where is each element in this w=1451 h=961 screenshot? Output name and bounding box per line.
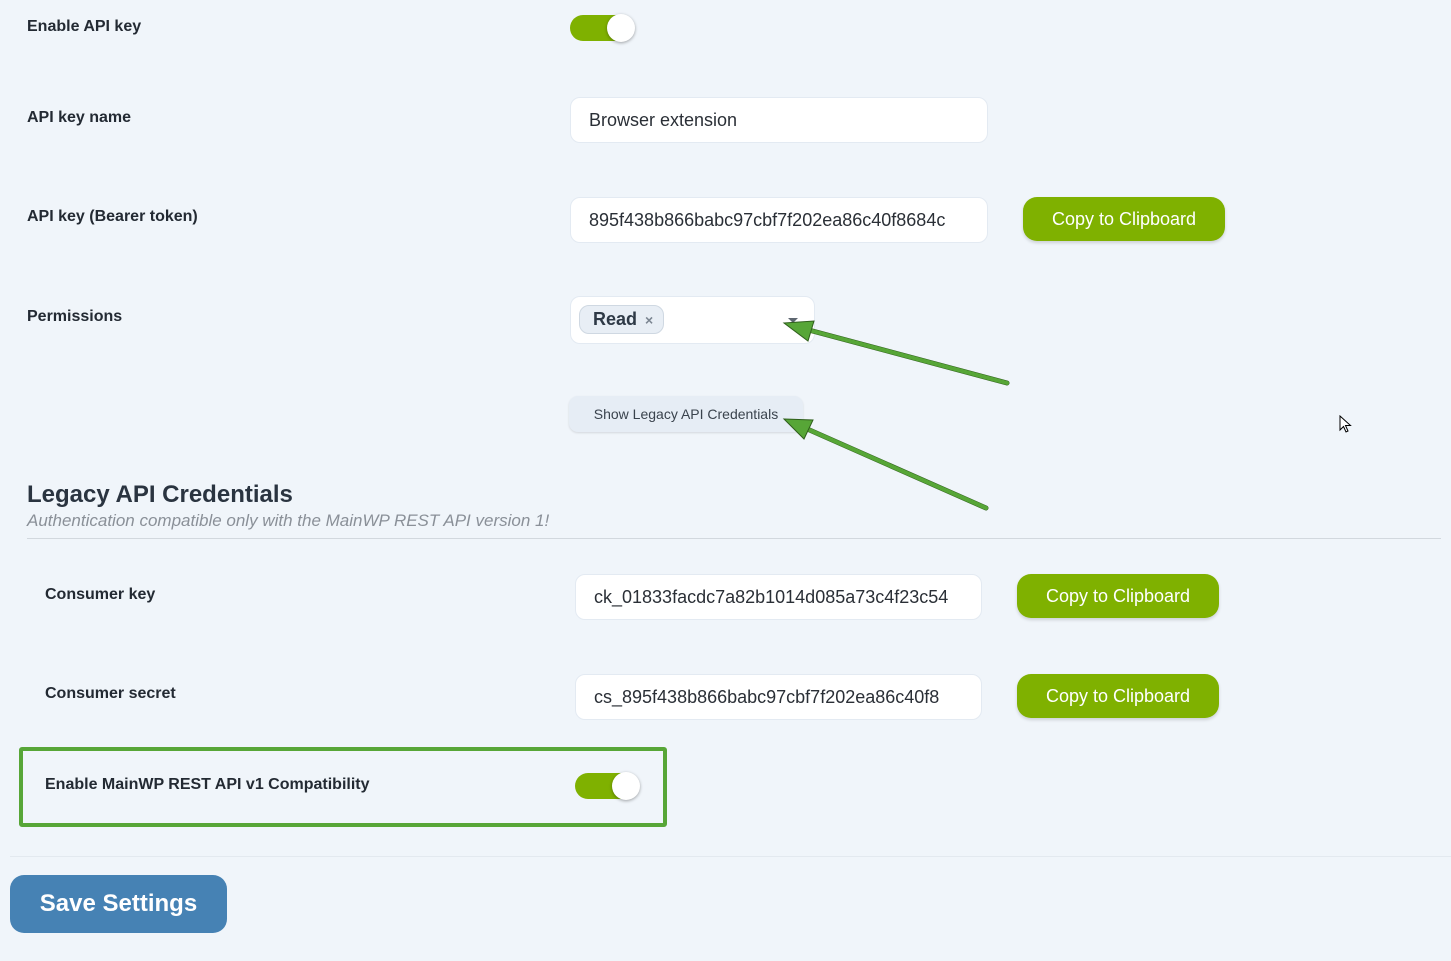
consumer-secret-input-wrapper[interactable]	[575, 674, 982, 720]
enable-api-key-toggle[interactable]	[570, 14, 635, 42]
copy-consumer-secret-button[interactable]: Copy to Clipboard	[1017, 674, 1219, 718]
show-legacy-credentials-button[interactable]: Show Legacy API Credentials	[569, 396, 803, 432]
consumer-key-input[interactable]	[594, 586, 963, 608]
consumer-secret-input[interactable]	[594, 686, 963, 708]
arrow-to-permissions-icon	[782, 320, 1010, 386]
api-key-name-input[interactable]	[589, 109, 969, 131]
copy-consumer-key-button[interactable]: Copy to Clipboard	[1017, 574, 1219, 618]
toggle-knob	[607, 14, 635, 42]
permissions-select[interactable]: Read ×	[570, 296, 815, 344]
footer-divider	[10, 856, 1451, 857]
arrow-to-legacy-button-icon	[782, 418, 989, 511]
dropdown-caret-icon[interactable]	[788, 318, 798, 323]
consumer-key-label: Consumer key	[45, 586, 156, 603]
legacy-section-subtitle: Authentication compatible only with the …	[27, 511, 550, 530]
remove-chip-icon[interactable]: ×	[645, 311, 654, 328]
v1-compat-toggle[interactable]	[575, 772, 640, 800]
permission-chip-read: Read ×	[579, 305, 665, 334]
v1-compat-label: Enable MainWP REST API v1 Compatibility	[45, 776, 370, 793]
api-key-bearer-label: API key (Bearer token)	[27, 208, 198, 225]
toggle-knob	[612, 772, 640, 800]
annotation-highlight-box	[19, 747, 667, 827]
api-key-name-label: API key name	[27, 109, 132, 126]
api-key-name-input-wrapper[interactable]	[570, 97, 988, 143]
api-key-bearer-input-wrapper[interactable]	[570, 197, 988, 243]
consumer-secret-label: Consumer secret	[45, 685, 176, 702]
save-settings-button[interactable]: Save Settings	[10, 875, 227, 933]
section-divider	[27, 538, 1441, 539]
mouse-cursor-icon	[1339, 415, 1352, 433]
legacy-section-title: Legacy API Credentials	[27, 481, 293, 508]
permission-chip-label: Read	[593, 309, 638, 329]
permissions-label: Permissions	[27, 308, 123, 325]
api-key-bearer-input[interactable]	[589, 209, 969, 231]
copy-api-key-button[interactable]: Copy to Clipboard	[1023, 197, 1225, 241]
enable-api-key-label: Enable API key	[27, 18, 142, 35]
consumer-key-input-wrapper[interactable]	[575, 574, 982, 620]
